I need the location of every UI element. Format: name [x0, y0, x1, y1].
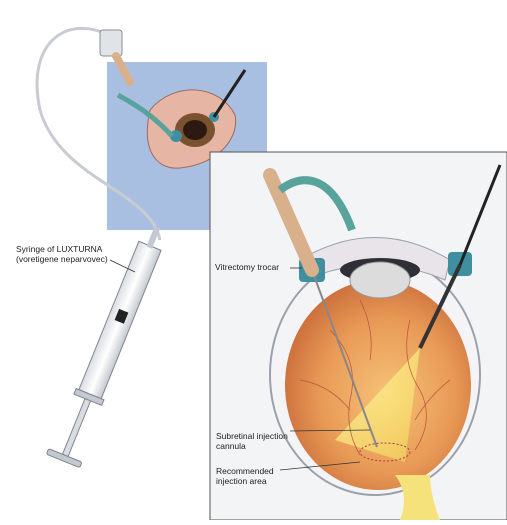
syringe-label: Syringe of LUXTURNA (voretigene neparvov… — [16, 244, 108, 264]
injection-area-label: Recommended injection area — [216, 466, 274, 486]
cutaway-eye-panel — [210, 152, 507, 520]
cannula-label: Subretinal injection cannula — [216, 431, 288, 451]
trocar-label: Vitrectomy trocar — [215, 262, 279, 272]
